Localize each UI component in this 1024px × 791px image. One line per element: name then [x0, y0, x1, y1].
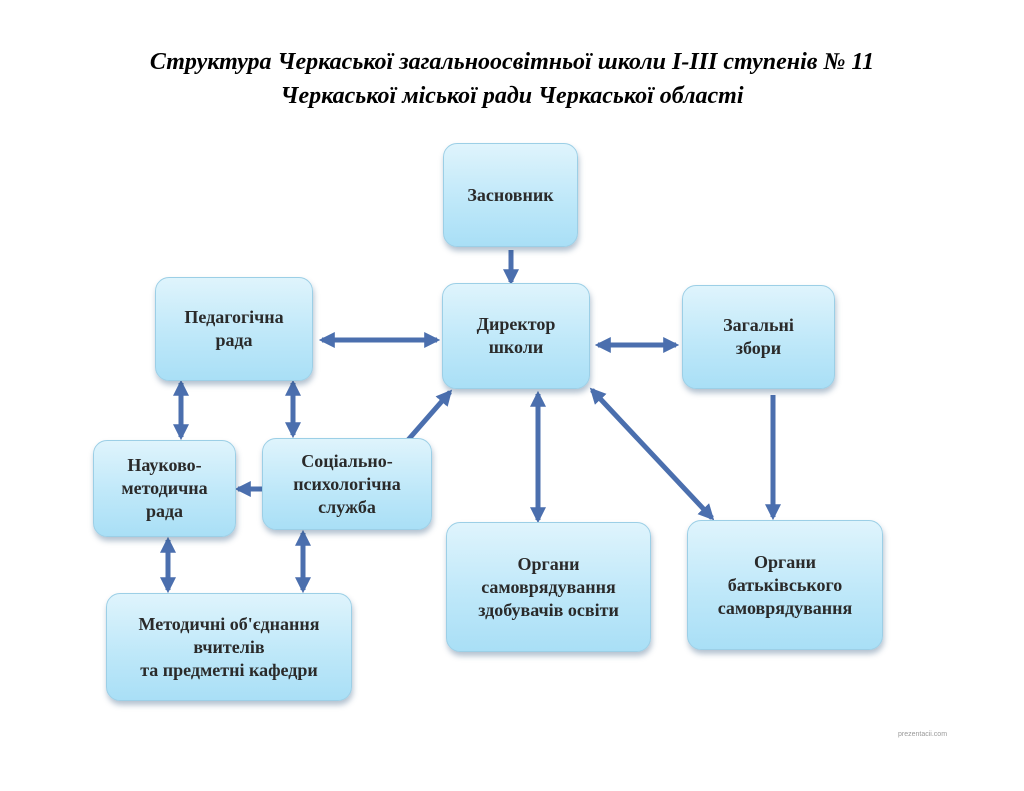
node-methodical-associations: Методичні об'єднання вчителів та предмет…	[106, 593, 352, 701]
node-parent-self-government-label: Органи батьківського самоврядування	[717, 551, 853, 618]
node-student-self-government: Органи самоврядування здобувачів освіти	[446, 522, 651, 652]
node-parent-self-government: Органи батьківського самоврядування	[687, 520, 883, 650]
node-scientific-methodical-council: Науково- методична рада	[93, 440, 236, 537]
node-founder-label: Засновник	[467, 184, 554, 205]
node-pedagogical-council: Педагогічна рада	[155, 277, 313, 381]
node-director-label: Директор школи	[476, 314, 556, 357]
diagram-title-line-2: Черкаської міської ради Черкаської облас…	[280, 83, 744, 109]
arrow-director-parent-gov	[589, 387, 715, 521]
node-methodical-associations-label: Методичні об'єднання вчителів та предмет…	[138, 613, 320, 680]
node-director: Директор школи	[442, 283, 590, 389]
watermark-text: prezentacii.com	[898, 731, 948, 738]
node-social-psychological-service-label: Соціально- психологічна служба	[293, 450, 401, 517]
arrow-social-psych-to-director	[406, 389, 453, 442]
node-social-psychological-service: Соціально- психологічна служба	[262, 438, 432, 530]
node-scientific-methodical-council-label: Науково- методична рада	[121, 455, 208, 521]
node-student-self-government-label: Органи самоврядування здобувачів освіти	[478, 553, 619, 620]
node-founder: Засновник	[443, 143, 578, 247]
node-general-meeting: Загальні збори	[682, 285, 835, 389]
node-pedagogical-council-label: Педагогічна рада	[184, 307, 284, 350]
diagram-title-line-1: Структура Черкаської загальноосвітньої ш…	[149, 49, 875, 75]
node-general-meeting-label: Загальні збори	[723, 315, 794, 358]
